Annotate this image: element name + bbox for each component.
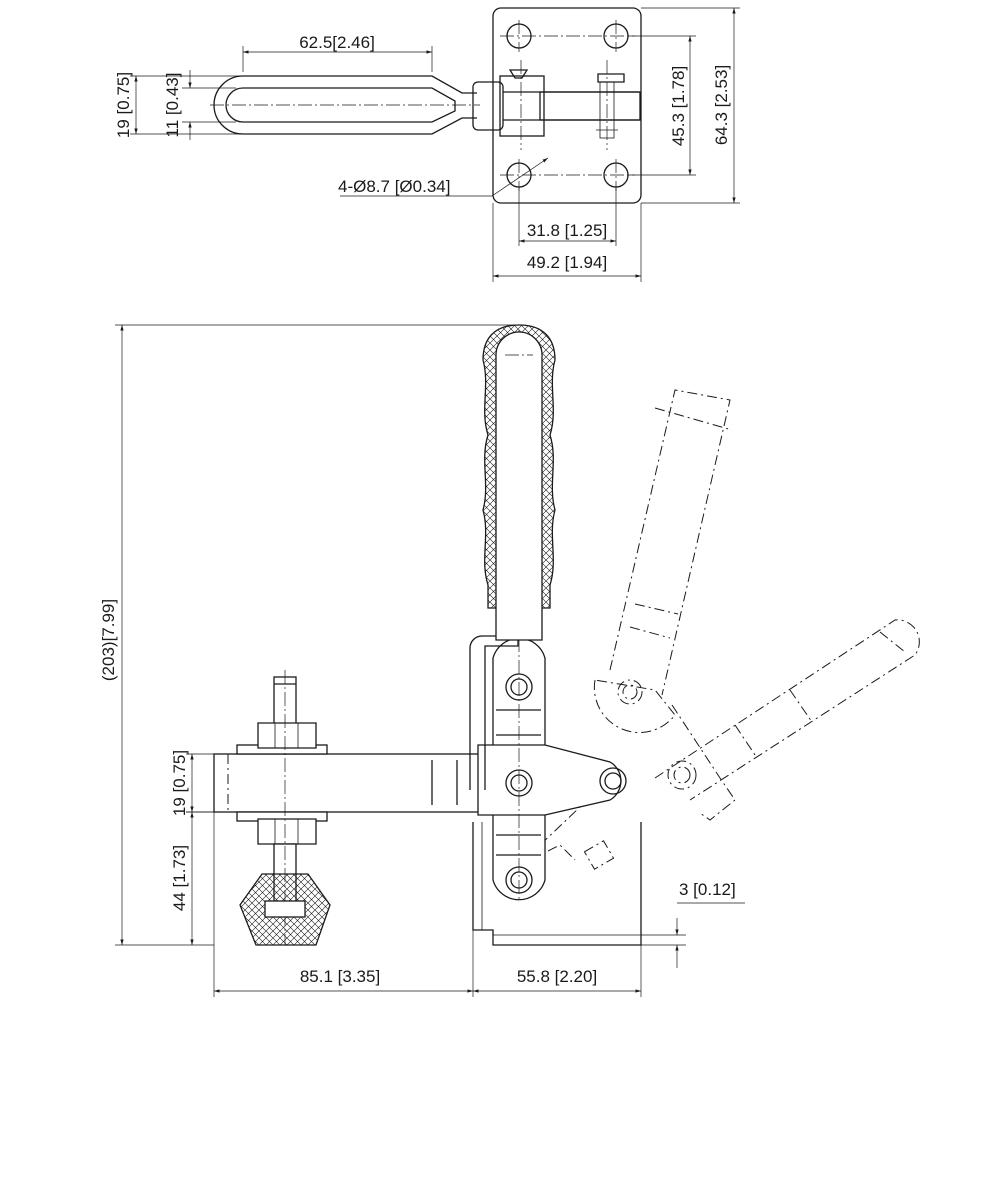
clamp-arm <box>213 753 492 813</box>
dim-base-plate-thickness: 3 [0.12] <box>641 880 745 968</box>
dim-base-plate-thickness-label: 3 [0.12] <box>679 880 736 899</box>
dim-handle-width-outer-label: 19 [0.75] <box>114 72 133 138</box>
dim-reach-label: 85.1 [3.35] <box>300 967 380 986</box>
dim-base-width-label: 49.2 [1.94] <box>527 253 607 272</box>
base-block-side <box>472 822 642 946</box>
dim-base-length-label: 55.8 [2.20] <box>517 967 597 986</box>
dim-handle-length: 62.5[2.46] <box>242 33 433 72</box>
dim-reach: 85.1 [3.35] <box>213 812 474 997</box>
spindle <box>236 670 331 946</box>
dim-overall-height-label: (203)[7.99] <box>99 599 118 681</box>
dim-handle-width-inner-label: 11 [0.43] <box>163 73 182 138</box>
dim-hole-spacing-label: 31.8 [1.25] <box>527 221 607 240</box>
dim-handle-width-outer: 19 [0.75] <box>114 72 240 138</box>
dim-hole-vertical: 45.3 [1.78] <box>628 35 696 176</box>
dim-overall-height: (203)[7.99] <box>99 324 519 946</box>
dim-base-height-label: 64.3 [2.53] <box>712 65 731 145</box>
dim-hole-vertical-label: 45.3 [1.78] <box>669 66 688 146</box>
dim-handle-width-inner: 11 [0.43] <box>163 70 236 140</box>
handle-grip <box>482 324 556 641</box>
handle-open-position-ghost <box>529 389 920 870</box>
dim-arm-thickness-label: 19 [0.75] <box>170 750 189 816</box>
dim-mount-holes-label: 4-Ø8.7 [Ø0.34] <box>338 177 450 196</box>
dim-spindle-height-label: 44 [1.73] <box>170 845 189 911</box>
mount-holes <box>500 20 635 191</box>
base-plate-top <box>492 7 642 204</box>
linkage <box>469 330 627 901</box>
dim-base-height: 64.3 [2.53] <box>641 7 740 204</box>
dim-hole-spacing: 31.8 [1.25] <box>518 187 617 246</box>
dim-base-length: 55.8 [2.20] <box>473 945 642 997</box>
dim-mount-holes: 4-Ø8.7 [Ø0.34] <box>338 157 549 197</box>
dim-handle-length-label: 62.5[2.46] <box>299 33 375 52</box>
handle-top <box>210 60 641 150</box>
dim-arm-thickness: 19 [0.75] <box>170 750 214 816</box>
dim-spindle-height: 44 [1.73] <box>170 811 214 945</box>
side-view: (203)[7.99] 19 [0.75] 44 [1.73] 85.1 [3.… <box>99 324 920 997</box>
top-view: 62.5[2.46] 19 [0.75] 11 [0.43] 45.3 [1.7… <box>114 7 740 282</box>
dim-base-width: 49.2 [1.94] <box>492 203 642 282</box>
